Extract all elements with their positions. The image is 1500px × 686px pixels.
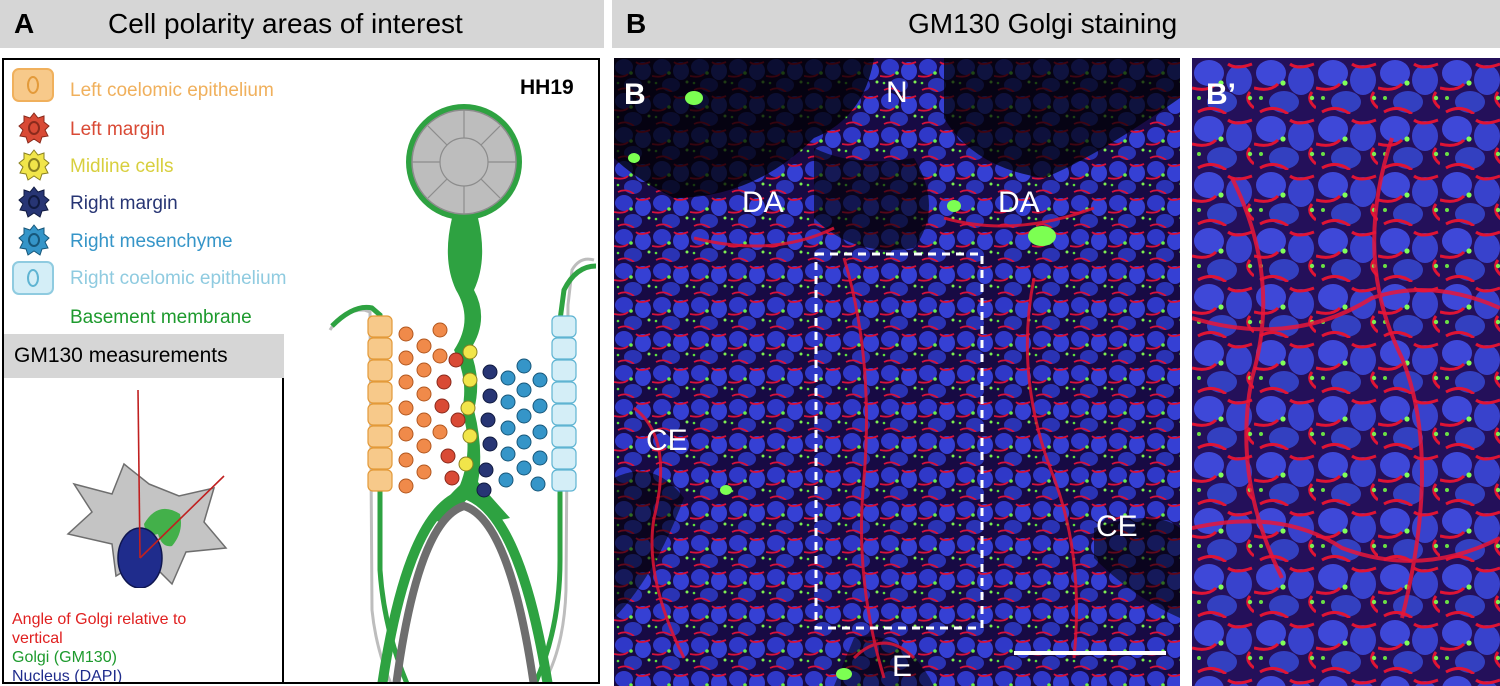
panel-a-letter: A	[14, 8, 35, 39]
legend-right-margin: Right margin	[70, 193, 178, 214]
legend-left-margin: Left margin	[70, 119, 166, 140]
legend-right-mesenchyme: Right mesenchyme	[70, 231, 233, 252]
gm130-cell-diagram	[66, 389, 228, 588]
right-margin-cell-icon	[18, 186, 50, 218]
gm-caption-angle-1: Angle of Golgi relative to	[12, 611, 187, 628]
gm-caption-nucleus: Nucleus (DAPI)	[12, 668, 123, 684]
gm130-measurements-box: Angle of Golgi relative to vertical Golg…	[4, 378, 284, 684]
legend-left-coelomic-epithelium: Left coelomic epithelium	[70, 80, 274, 101]
right-coelomic-epithelium-icon	[12, 261, 54, 295]
label-e: E	[892, 650, 913, 683]
micrograph-main: B N DA DA CE CE E	[614, 58, 1180, 686]
legend-midline-cells: Midline cells	[70, 156, 174, 177]
micrograph-main-image	[614, 58, 1180, 686]
legend-right-coelomic-epithelium: Right coelomic epithelium	[70, 268, 287, 289]
panel-b-header: B GM130 Golgi staining	[612, 0, 1500, 48]
panel-b-title: GM130 Golgi staining	[908, 8, 1178, 39]
midline-cell-icon	[18, 149, 50, 181]
stage-label: HH19	[520, 76, 574, 99]
panel-b-letter: B	[626, 8, 647, 39]
micrograph-zoom: B’	[1192, 58, 1500, 686]
panel-a-header: A Cell polarity areas of interest	[0, 0, 604, 48]
left-coelomic-epithelium-icon	[12, 68, 54, 102]
gm-caption-angle-2: vertical	[12, 630, 63, 647]
micrograph-main-letter: B	[624, 78, 646, 111]
micrograph-zoom-image	[1192, 58, 1500, 686]
label-n: N	[886, 76, 908, 109]
legend-basement-membrane: Basement membrane	[70, 307, 252, 328]
label-ce-right: CE	[1096, 510, 1138, 543]
gm-caption-golgi: Golgi (GM130)	[12, 649, 117, 666]
label-ce-left: CE	[646, 424, 688, 457]
label-da-left: DA	[742, 186, 784, 219]
micrograph-zoom-letter: B’	[1206, 78, 1236, 111]
label-da-right: DA	[998, 186, 1040, 219]
embryo-cross-section-diagram	[328, 104, 597, 682]
panel-a-schematic: Left coelomic epithelium Left margin Mid…	[2, 58, 600, 684]
panel-a-title: Cell polarity areas of interest	[108, 8, 463, 39]
right-mesenchyme-cell-icon	[18, 224, 50, 256]
gm130-measurements-header: GM130 measurements	[4, 334, 284, 378]
left-margin-cell-icon	[18, 112, 50, 144]
